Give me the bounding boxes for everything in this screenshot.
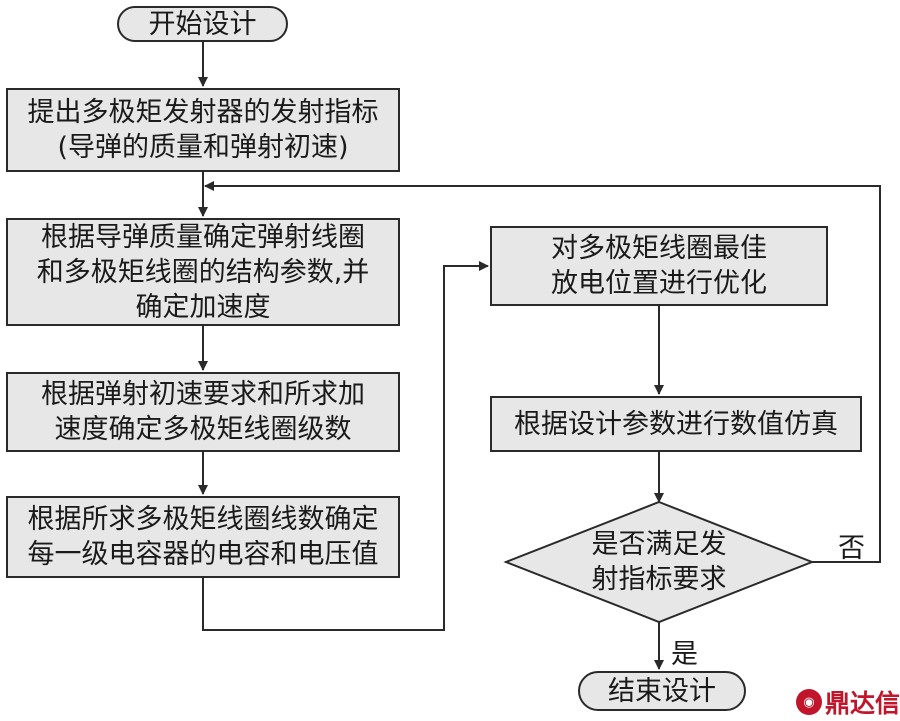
step-structure-params: 根据导弹质量确定弹射线圈 和多极矩线圈的结构参数,并 确定加速度 bbox=[6, 218, 400, 326]
step-line: 和多极矩线圈的结构参数,并 bbox=[36, 256, 370, 288]
step-line: 根据弹射初速要求和所求加 bbox=[41, 379, 365, 410]
edge-label-yes: 是 bbox=[671, 639, 698, 670]
step-line: 每一级电容器的电容和电压值 bbox=[27, 539, 379, 570]
step-line: 对多极矩线圈最佳 bbox=[551, 233, 767, 264]
start-node: 开始设计 bbox=[117, 6, 288, 42]
edge-step4-step5 bbox=[202, 261, 489, 631]
decision-line: 是否满足发 bbox=[591, 529, 727, 560]
decision-diamond bbox=[503, 500, 815, 624]
step-line: 提出多极矩发射器的发射指标 bbox=[27, 97, 379, 128]
watermark-mark-icon: ◉ bbox=[796, 689, 822, 715]
edge-label-no: 否 bbox=[838, 533, 865, 564]
step-capacitor-values: 根据所求多极矩线圈线数确定 每一级电容器的电容和电压值 bbox=[6, 496, 400, 578]
end-node: 结束设计 bbox=[578, 671, 746, 711]
step-line: 速度确定多极矩线圈级数 bbox=[54, 414, 352, 445]
edge-decision-loop bbox=[204, 181, 881, 563]
step-line: (导弹的质量和弹射初速) bbox=[57, 132, 349, 163]
decision-line: 射指标要求 bbox=[591, 564, 727, 595]
step-line: 根据导弹质量确定弹射线圈 bbox=[41, 221, 365, 253]
watermark-logo: ◉ 鼎达信 bbox=[796, 684, 900, 720]
step-propose-indices: 提出多极矩发射器的发射指标 (导弹的质量和弹射初速) bbox=[6, 88, 400, 172]
watermark-text: 鼎达信 bbox=[825, 689, 900, 718]
step-coil-stages: 根据弹射初速要求和所求加 速度确定多极矩线圈级数 bbox=[6, 372, 400, 452]
decision-node: 是否满足发 射指标要求 bbox=[559, 527, 759, 597]
step-numerical-simulation: 根据设计参数进行数值仿真 bbox=[490, 396, 862, 452]
step-optimize-discharge: 对多极矩线圈最佳 放电位置进行优化 bbox=[490, 226, 828, 306]
step-line: 确定加速度 bbox=[135, 291, 271, 323]
step-line: 放电位置进行优化 bbox=[551, 268, 767, 299]
step-line: 根据所求多极矩线圈线数确定 bbox=[27, 504, 379, 535]
